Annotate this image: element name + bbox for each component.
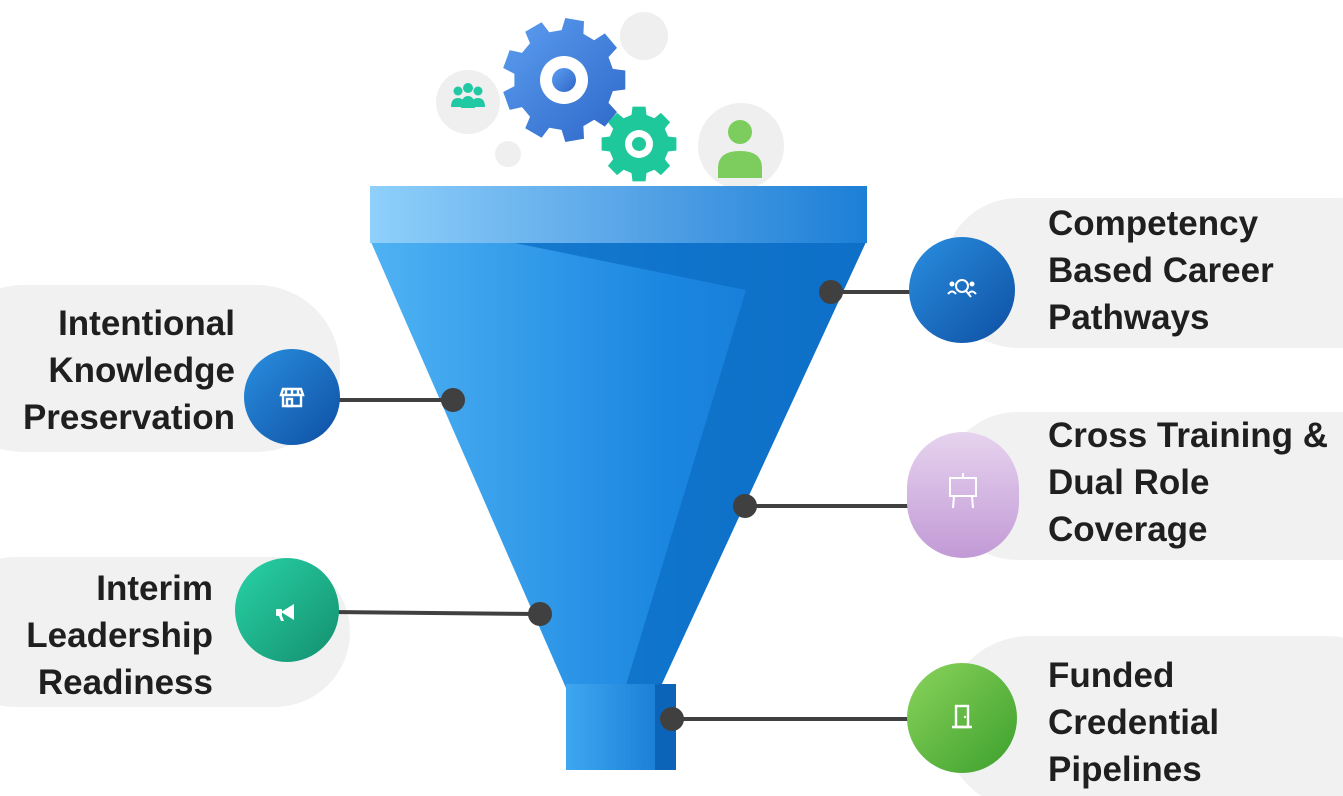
label-line: Interim [96,569,213,608]
people-search-icon [947,279,977,298]
label-line: Based Career [1048,251,1274,290]
connector-dot [528,602,552,626]
label-pill-funded [943,636,1343,796]
connector-dot [660,707,684,731]
label-line: Competency [1048,204,1259,243]
icon-disc-competency [909,237,1015,343]
label-line: Credential [1048,703,1220,742]
top-bubbles [436,12,784,189]
storefront-icon [279,387,305,408]
label-line: Readiness [37,663,213,702]
connector-dot [441,388,465,412]
team-icon [451,83,485,108]
user-icon [718,120,762,178]
label-line: Coverage [1048,510,1208,549]
bubble-bg [620,12,668,60]
label-line: Intentional [58,304,235,343]
gear-hub [552,68,576,92]
label-competency-based-career-pathways: Competency Based Career Pathways [1048,200,1338,341]
funnel-stem [566,684,660,770]
label-line: Pathways [1048,298,1210,337]
connectors [329,280,930,731]
gear-hub [632,137,646,151]
connector-dot [733,494,757,518]
funnel [370,186,867,770]
funnel-cone-shade [510,242,866,688]
icon-disc-funded [907,663,1017,773]
label-line: Dual Role [1048,463,1210,502]
label-line: Leadership [26,616,213,655]
icon-disc-cross-training [907,432,1019,558]
icon-disc-intentional [244,349,340,445]
gear-icon [503,18,626,142]
label-line: Knowledge [48,351,235,390]
label-backgrounds [0,198,1343,796]
easel-board-icon [949,473,977,509]
label-intentional-knowledge-preservation: Intentional Knowledge Preservation [2,300,235,441]
gear-icon [601,106,677,182]
label-funded-credential-pipelines: Funded Credential Pipelines [1048,652,1338,793]
label-pill-cross-training [943,412,1343,560]
label-line: Preservation [22,398,235,437]
connector-dot [819,280,843,304]
label-line: Pipelines [1048,750,1202,789]
label-interim-leadership-readiness: Interim Leadership Readiness [2,565,213,706]
label-line: Cross Training & [1048,416,1329,455]
door-icon [952,704,972,729]
icon-disc-interim [235,558,339,662]
bubble-bg [495,141,521,167]
label-pill-competency [943,198,1343,348]
megaphone-icon [276,604,294,621]
funnel-rim [370,186,867,243]
label-cross-training-dual-role-coverage: Cross Training & Dual Role Coverage [1048,412,1340,553]
label-line: Funded [1048,656,1175,695]
